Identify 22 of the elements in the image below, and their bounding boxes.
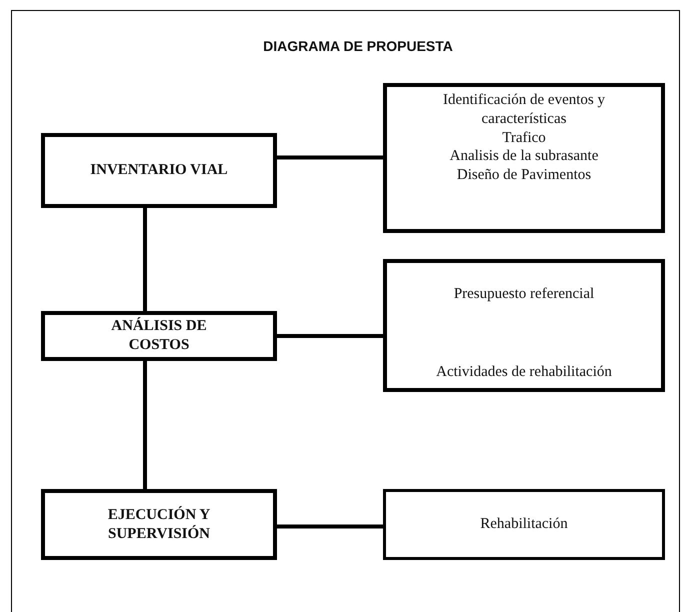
- box-text: INVENTARIO VIAL: [90, 161, 228, 180]
- process-box: [383, 489, 665, 560]
- box-text: Identificación de eventos y características: [442, 91, 606, 128]
- connector-line: [277, 334, 383, 338]
- process-box: [41, 489, 277, 560]
- box-text: Diseño de Pavimentos: [456, 166, 592, 185]
- box-text: Rehabilitación: [480, 515, 568, 534]
- box-text: EJECUCIÓN Y SUPERVISIÓN: [106, 506, 212, 544]
- process-box: [383, 83, 665, 233]
- box-text: Trafico: [502, 128, 546, 148]
- box-text: Presupuesto referencial: [454, 285, 594, 304]
- box-text: Analisis de la subrasante: [450, 147, 598, 166]
- process-box: [383, 259, 665, 392]
- connector-line: [277, 524, 383, 528]
- diagram-title: DIAGRAMA DE PROPUESTA: [262, 38, 454, 54]
- process-box: [41, 133, 277, 208]
- process-box: [41, 311, 277, 361]
- box-text: ANÁLISIS DE COSTOS: [110, 317, 208, 355]
- connector-line: [143, 361, 147, 489]
- box-text: Actividades de rehabilitación: [436, 363, 612, 382]
- connector-line: [143, 208, 147, 311]
- connector-line: [277, 156, 383, 160]
